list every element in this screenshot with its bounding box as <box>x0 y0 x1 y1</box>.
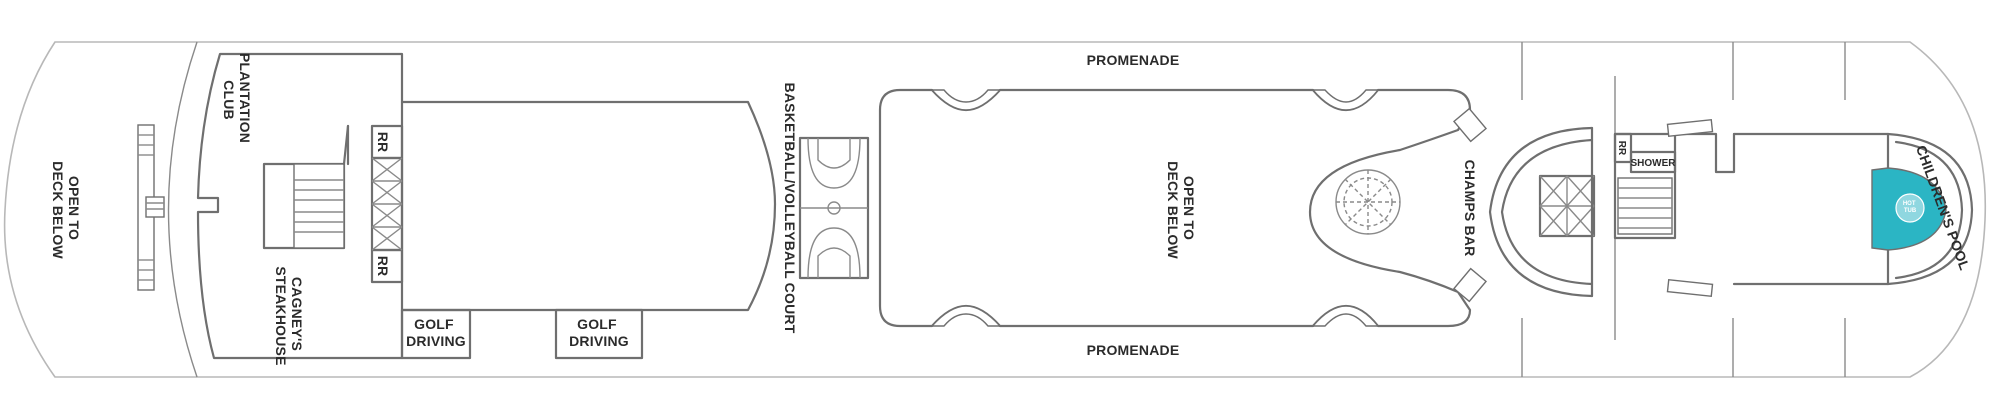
hot-tub-label: HOT TUB <box>1903 201 1917 214</box>
restaurant-block <box>196 52 404 360</box>
promenade-label-top: PROMENADE <box>1087 52 1180 68</box>
plantation-club-line2: CLUB <box>221 80 237 120</box>
plantation-club-label: PLANTATION CLUB <box>221 53 253 147</box>
restroom-label-aft: RR <box>1616 141 1627 156</box>
champs-bar-area <box>1488 126 1596 298</box>
hull-outline <box>3 41 1987 378</box>
open-to-deck-below-mid-line1: OPEN TO <box>1181 176 1197 240</box>
golf-driving-2-line2: DRIVING <box>569 333 629 349</box>
forward-stairs <box>137 124 165 291</box>
open-to-deck-below-mid-line2: DECK BELOW <box>1165 161 1181 259</box>
golf-driving-2-line1: GOLF <box>577 316 617 332</box>
open-to-deck-below-forward-line1: OPEN TO <box>66 176 82 240</box>
hot-tub-line1: HOT <box>1903 201 1916 207</box>
open-to-deck-below-forward-line2: DECK BELOW <box>50 161 66 259</box>
cagneys-steakhouse-label: CAGNEY'S STEAKHOUSE <box>273 266 305 365</box>
open-to-deck-below-mid: OPEN TO DECK BELOW <box>1165 161 1197 259</box>
golf-driving-1-line1: GOLF <box>414 316 454 332</box>
cagneys-steakhouse-line1: CAGNEY'S <box>289 277 305 351</box>
sports-deck <box>400 100 777 360</box>
aft-facilities <box>1613 118 1736 298</box>
shower-label: SHOWER <box>1631 158 1677 169</box>
cagneys-steakhouse-line2: STEAKHOUSE <box>273 266 289 365</box>
golf-driving-label-2: GOLF DRIVING <box>569 316 629 349</box>
plantation-club-line1: PLANTATION <box>237 53 253 143</box>
hot-tub <box>1895 193 1925 223</box>
hot-tub-line2: TUB <box>1904 208 1917 214</box>
golf-driving-1-line2: DRIVING <box>406 333 466 349</box>
golf-driving-label-1: GOLF DRIVING <box>406 316 466 349</box>
restroom-label-fwd-top: RR <box>375 132 391 153</box>
basketball-court <box>798 136 870 280</box>
champs-bar-label: CHAMPS BAR <box>1462 160 1478 257</box>
promenade-label-bottom: PROMENADE <box>1087 342 1180 358</box>
restroom-label-fwd-bottom: RR <box>375 256 391 277</box>
basketball-volleyball-court-label: BASKETBALL/VOLLEYBALL COURT <box>782 83 798 334</box>
childrens-pool-area <box>1732 132 1974 286</box>
open-to-deck-below-forward: OPEN TO DECK BELOW <box>50 161 82 259</box>
promenade-area <box>878 88 1488 328</box>
